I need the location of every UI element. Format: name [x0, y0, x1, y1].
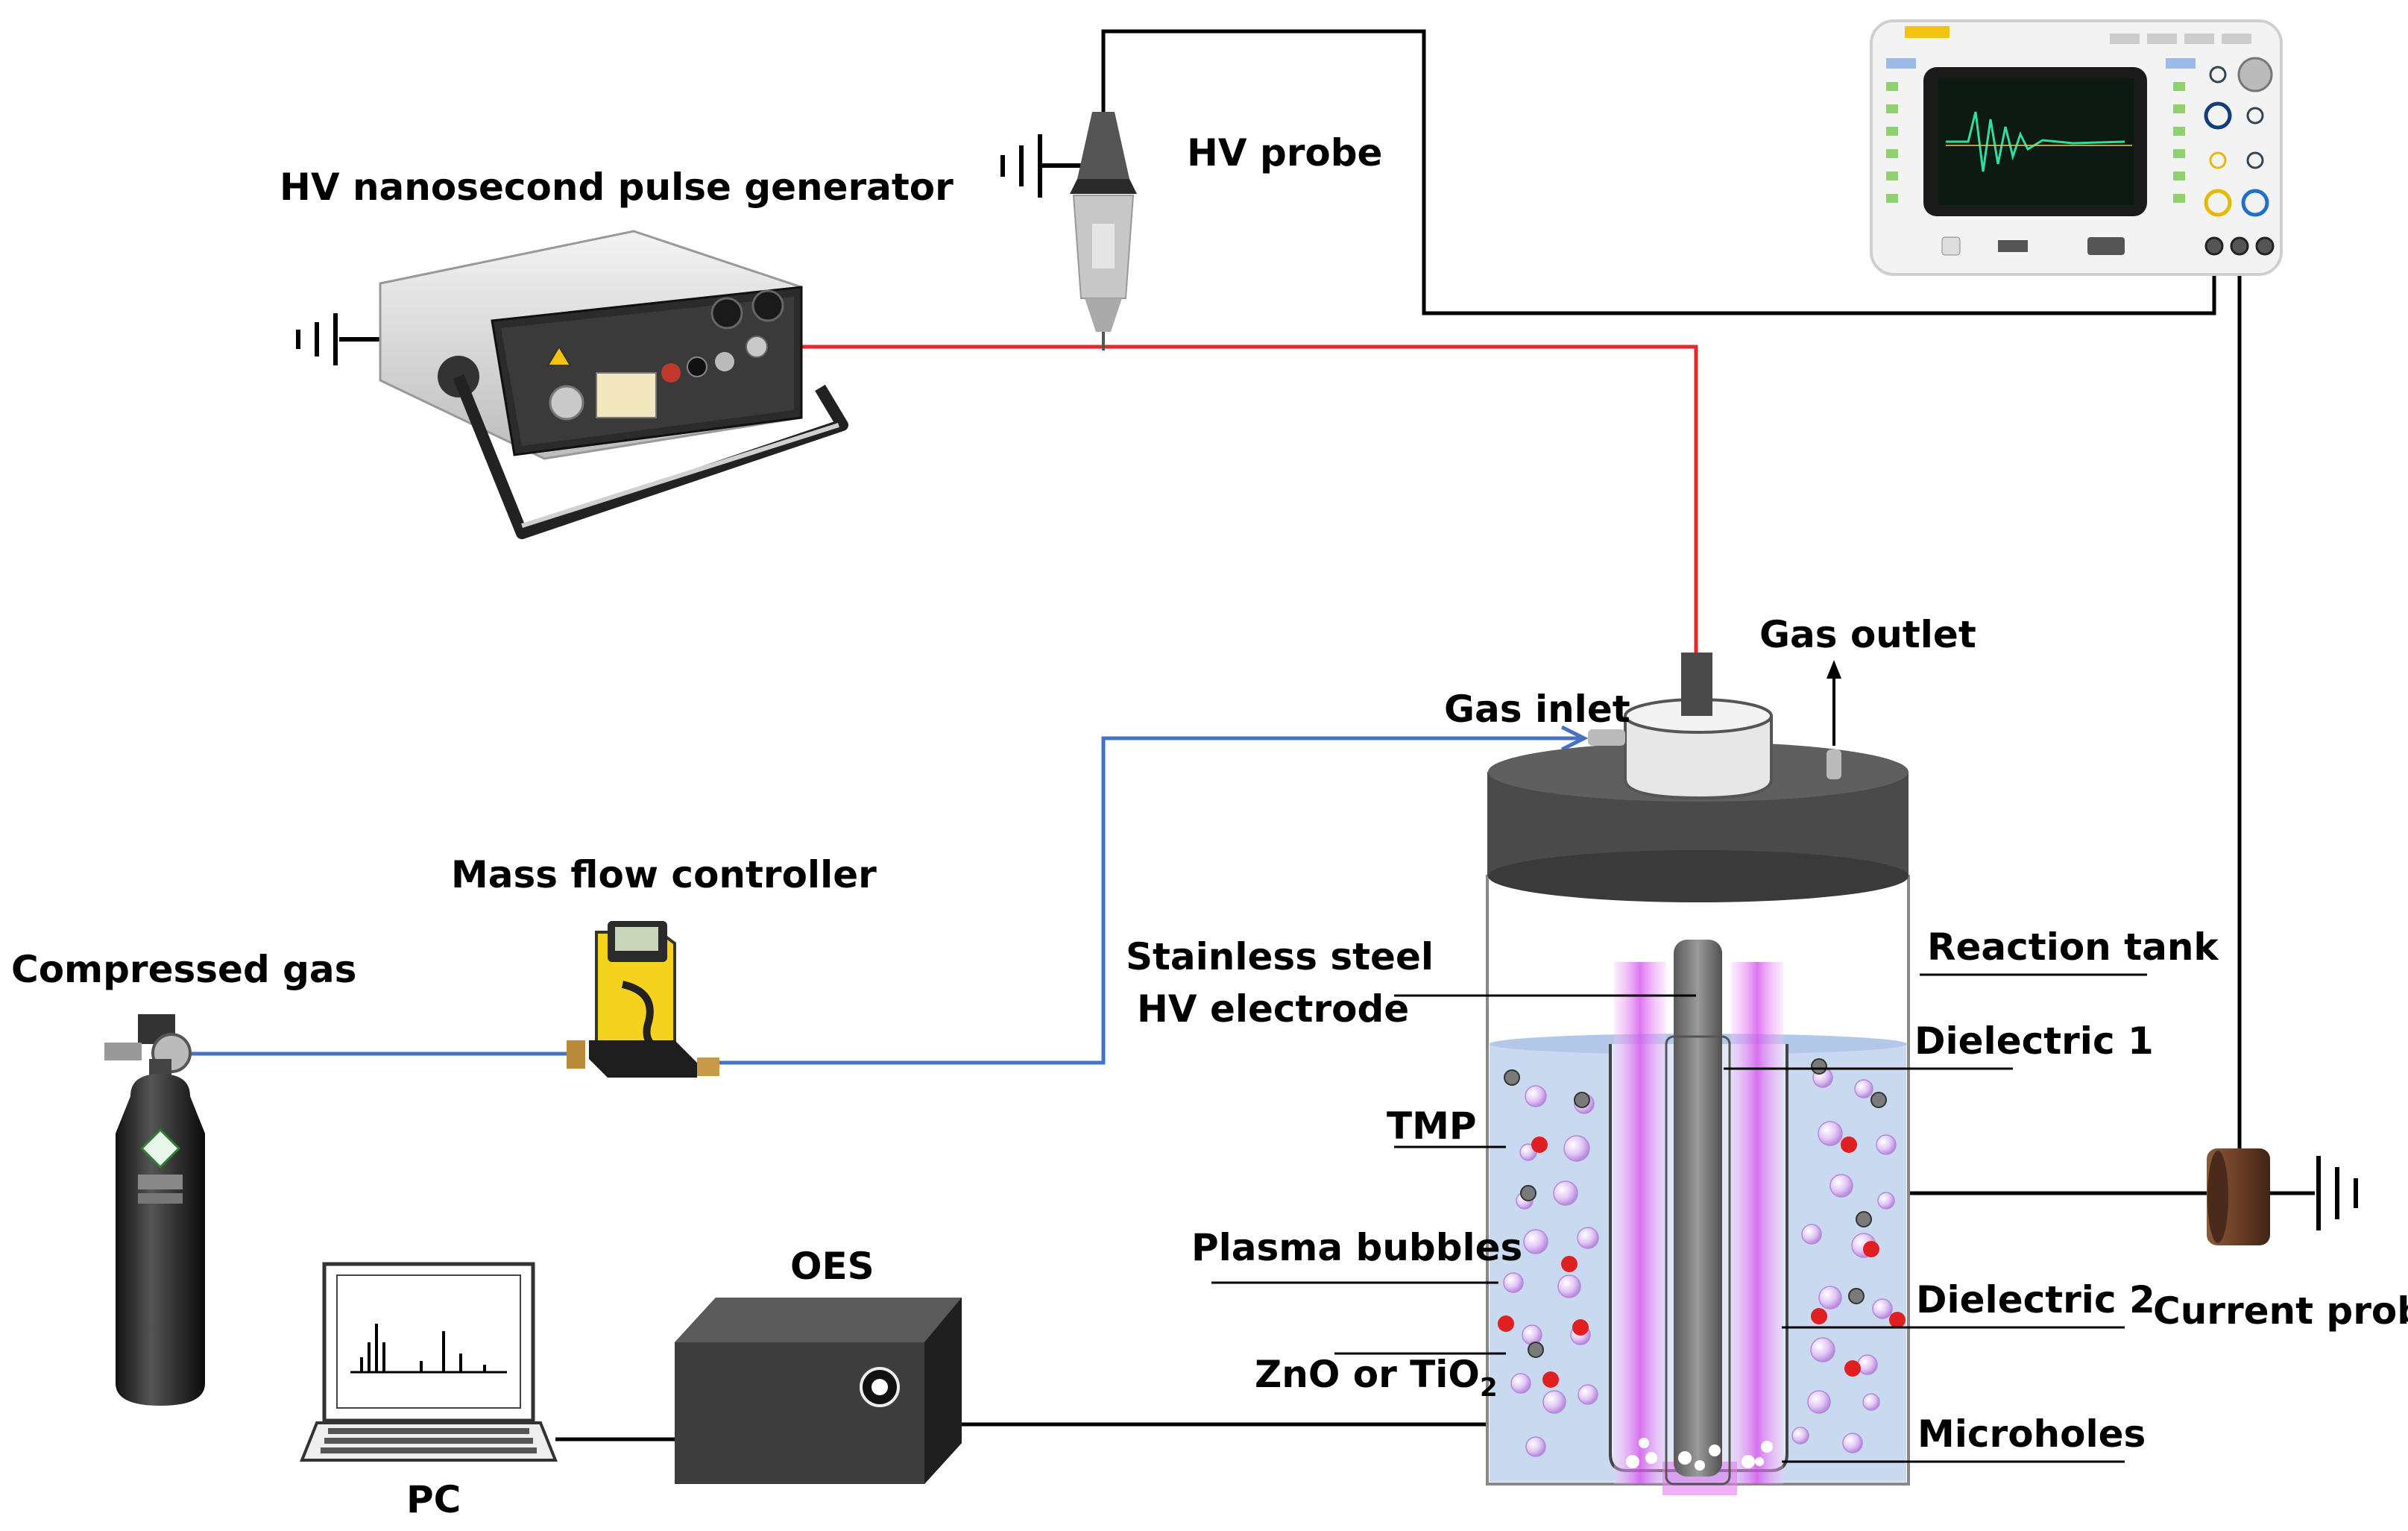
catalyst-particle [1811, 1058, 1827, 1075]
plasma-bubble [1818, 1286, 1842, 1310]
tmp-molecule [1863, 1241, 1879, 1257]
plasma-bubble [1877, 1192, 1895, 1210]
label-dielectric-2: Dielectric 2 [1916, 1278, 2155, 1321]
callout-leaders [1211, 973, 2147, 1463]
catalyst-particle [1870, 1092, 1887, 1108]
plasma-bubble [1525, 1085, 1547, 1107]
plasma-bubble [1791, 1427, 1809, 1444]
plasma-bubble [1542, 1390, 1566, 1414]
plasma-bubble [1801, 1224, 1822, 1245]
ground-symbol-icon [2316, 1156, 2358, 1230]
catalyst-particle [1528, 1342, 1544, 1358]
current-probe: Current probe [2153, 1148, 2408, 1333]
label-pulse-generator: HV nanosecond pulse generator [280, 166, 954, 209]
label-microholes: Microholes [1917, 1412, 2146, 1456]
plasma-bubble [1523, 1229, 1548, 1254]
catalyst-particle [1848, 1288, 1865, 1304]
plasma-bubble [1876, 1134, 1897, 1155]
catalyst-particle [1520, 1185, 1536, 1201]
plasma-bubble [1525, 1436, 1546, 1457]
label-mass-flow-controller: Mass flow controller [451, 853, 877, 896]
laptop-icon: PC [300, 1262, 558, 1521]
hv-cable [775, 345, 1698, 653]
tmp-molecule [1811, 1308, 1827, 1324]
label-reaction-tank: Reaction tank [1927, 925, 2219, 969]
plasma-bubble [1807, 1390, 1831, 1414]
tmp-molecule [1542, 1371, 1559, 1388]
plasma-bubble [1563, 1135, 1590, 1162]
label-compressed-gas: Compressed gas [11, 948, 356, 991]
pulse-generator: HV nanosecond pulse generator [280, 166, 954, 539]
plasma-bubble [1578, 1384, 1598, 1405]
plasma-bubble [1818, 1121, 1843, 1146]
catalyst-particle [1856, 1211, 1872, 1227]
oes-spectrometer: OES [675, 1245, 962, 1484]
plasma-bubble [1522, 1324, 1542, 1345]
label-oes: OES [790, 1245, 874, 1288]
catalyst-particle [1574, 1092, 1590, 1108]
hv-probe-signal-cable [1101, 29, 2216, 315]
gas-line-mfc-to-inlet [716, 736, 1580, 1065]
label-hv-electrode: HV electrode [1137, 987, 1409, 1031]
plasma-bubble [1553, 1181, 1578, 1206]
plasma-bubble [1854, 1079, 1873, 1098]
label-hv-probe: HV probe [1187, 131, 1382, 175]
label-gas-outlet: Gas outlet [1759, 613, 1976, 656]
label-zno-subscript: 2 [1480, 1373, 1498, 1403]
plasma-bubble [1510, 1373, 1531, 1394]
label-stainless-steel: Stainless steel [1126, 935, 1434, 978]
tmp-molecule [1889, 1312, 1906, 1328]
label-zno-tio2: ZnO or TiO2 [1255, 1353, 1498, 1403]
catalyst-particle [1504, 1069, 1520, 1086]
plasma-bubble [1503, 1272, 1524, 1293]
particles-group [1498, 1058, 1906, 1457]
label-gas-inlet: Gas inlet [1444, 688, 1630, 731]
plasma-bubble [1557, 1274, 1581, 1298]
gas-cylinder-icon: Compressed gas [11, 948, 356, 1406]
plasma-bubble [1577, 1227, 1599, 1249]
gas-inlet-arrowhead [1560, 725, 1589, 752]
plasma-bubble [1829, 1174, 1853, 1198]
label-tmp: TMP [1387, 1104, 1477, 1148]
tmp-molecule [1844, 1360, 1861, 1377]
tmp-molecule [1572, 1319, 1589, 1336]
oscilloscope-icon [1870, 19, 2283, 276]
plasma-bubble [1842, 1433, 1863, 1453]
mass-flow-controller: Mass flow controller [451, 853, 877, 1078]
plasma-bubble [1857, 1354, 1878, 1375]
plasma-bubble [1810, 1337, 1835, 1362]
label-pc: PC [406, 1478, 461, 1521]
label-plasma-bubbles: Plasma bubbles [1191, 1226, 1522, 1269]
tmp-molecule [1561, 1256, 1578, 1272]
tmp-molecule [1498, 1315, 1514, 1332]
label-dielectric-1: Dielectric 1 [1914, 1019, 2154, 1063]
plasma-bubble [1872, 1298, 1893, 1319]
tmp-molecule [1841, 1137, 1857, 1153]
hv-probe: HV probe [1000, 112, 1382, 350]
plasma-bubble [1862, 1393, 1880, 1411]
tmp-molecule [1531, 1137, 1548, 1153]
label-current-probe: Current probe [2153, 1289, 2408, 1333]
label-zno-main: ZnO or TiO [1255, 1353, 1480, 1396]
